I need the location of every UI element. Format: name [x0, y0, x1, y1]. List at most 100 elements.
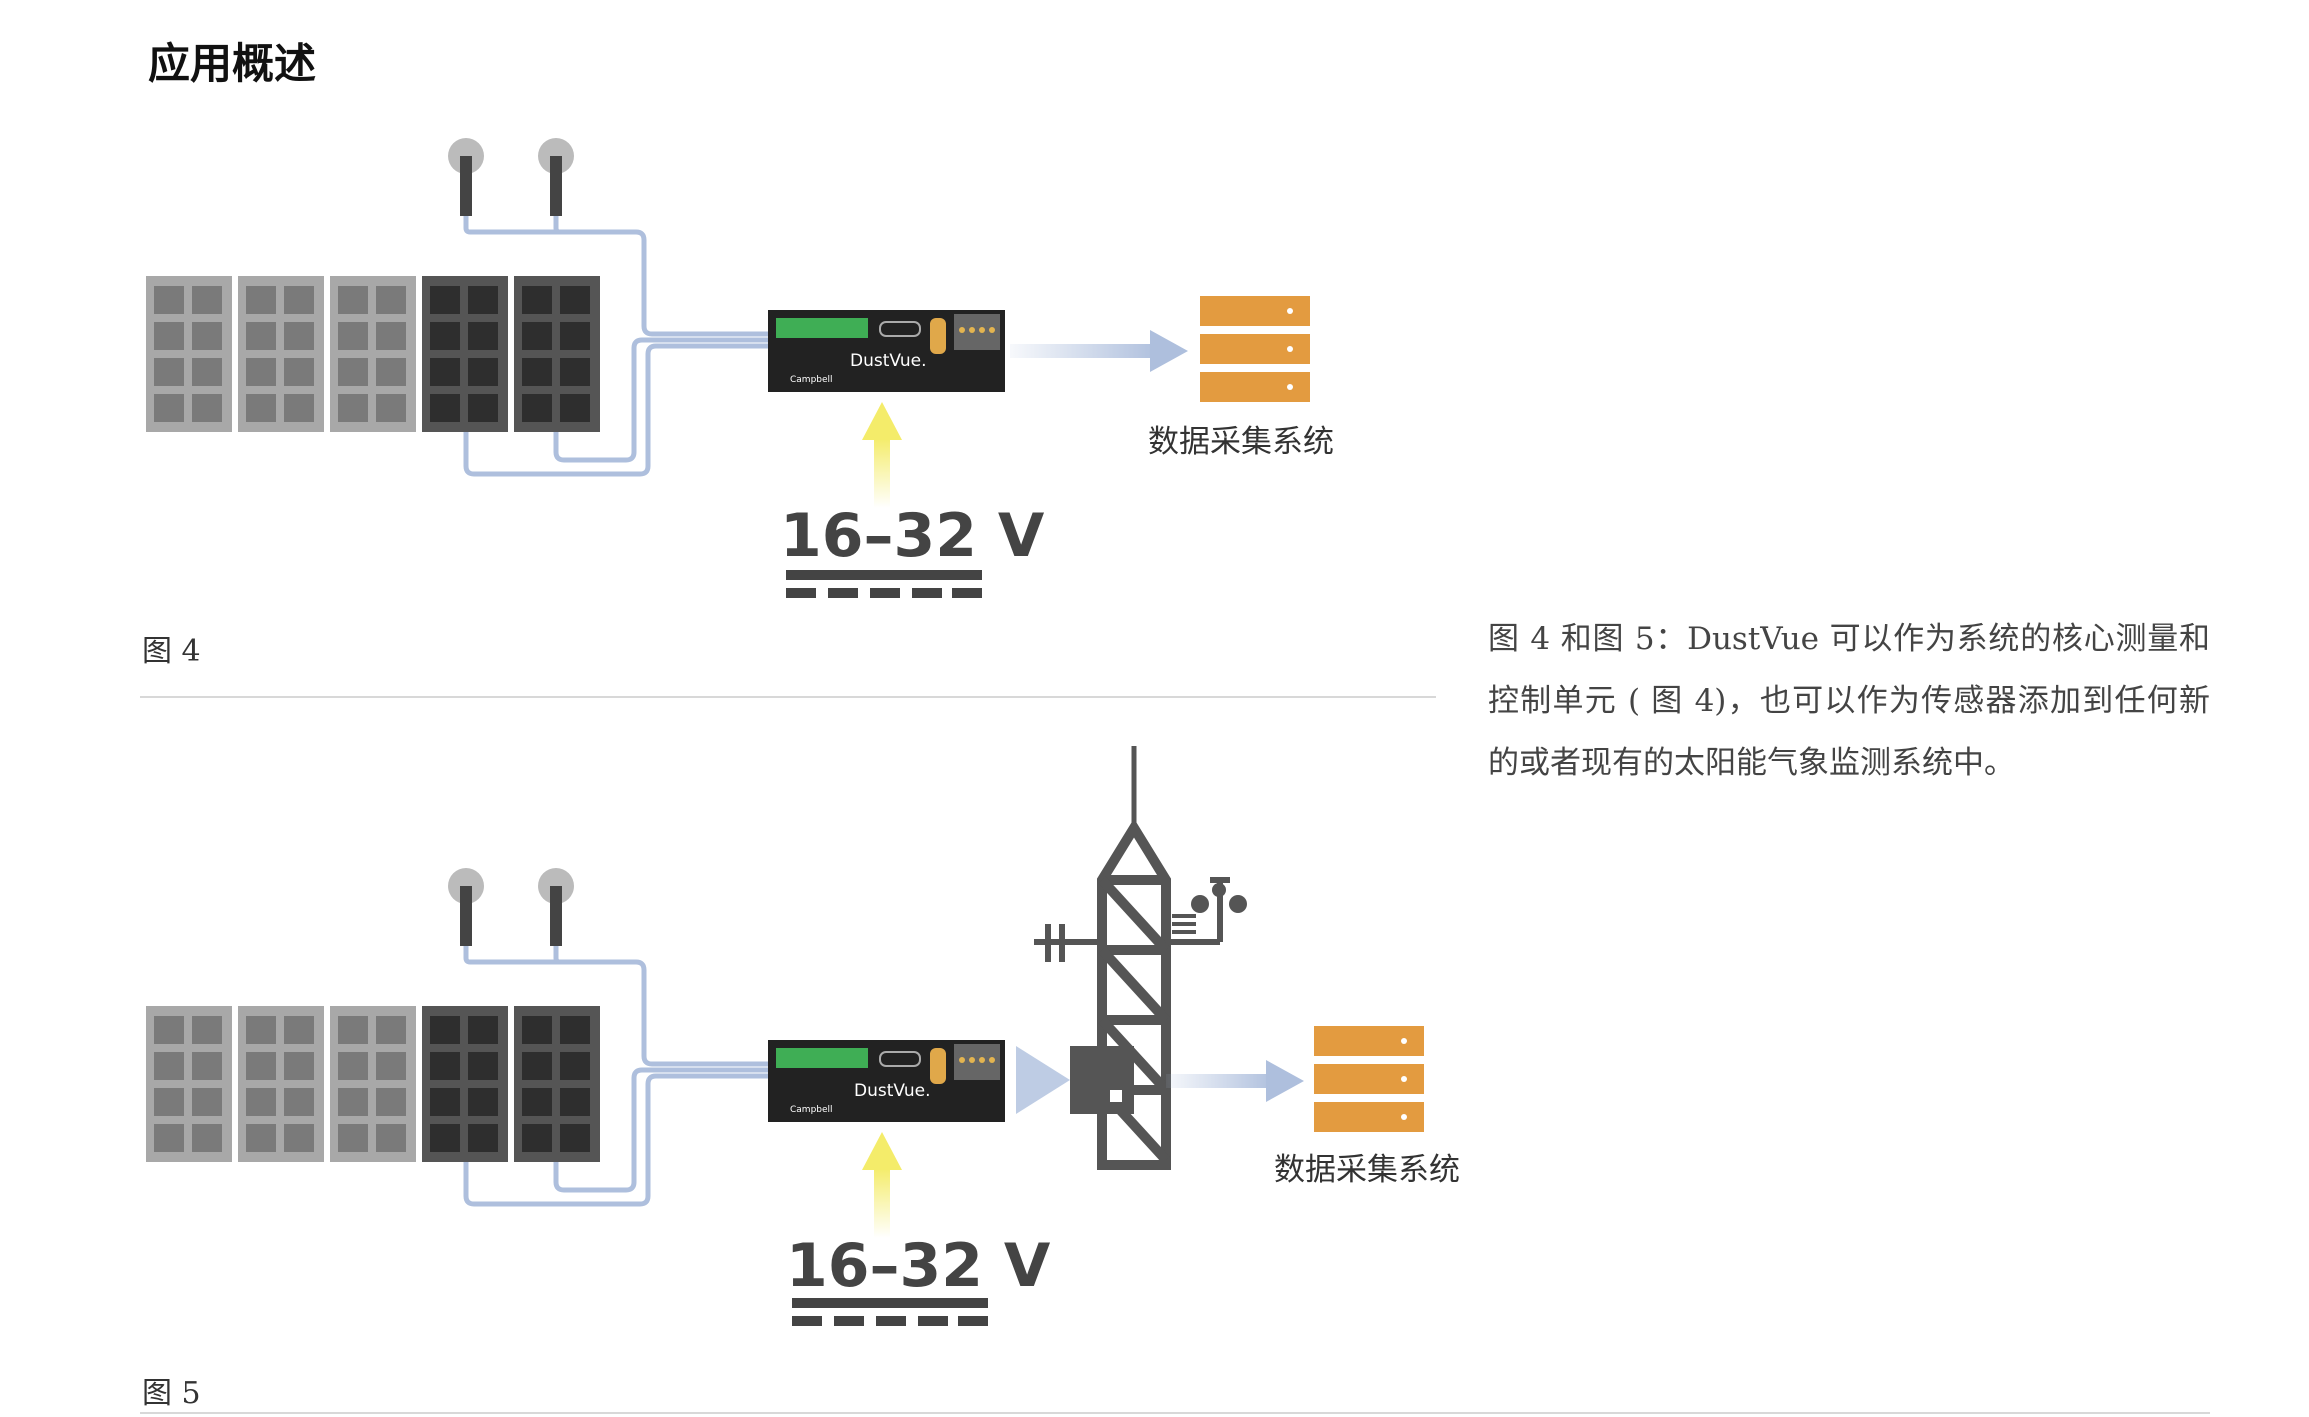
fig4-solar-panels [146, 276, 600, 432]
fig5-weather-tower [1034, 746, 1230, 1170]
fig4-solar-cell [284, 394, 314, 422]
fig5-dust-sensor-left [448, 868, 484, 946]
fig4-solar-cell [338, 322, 368, 350]
description-text: 图 4 和图 5：DustVue 可以作为系统的核心测量和控制单元 ( 图 4)… [1488, 621, 2210, 781]
fig5-output-arrow [1166, 1060, 1304, 1102]
fig4-voltage-label: 16–32 V [780, 501, 1045, 571]
fig4-solar-cell [338, 394, 368, 422]
fig5-dustvue-device: DustVue. Campbell [768, 1040, 1005, 1122]
fig4-solar-cell [376, 358, 406, 386]
fig5-solar-cell [192, 1016, 222, 1044]
fig4-solar-cell [376, 394, 406, 422]
figure-4-caption: 图 4 [142, 634, 201, 669]
fig5-logger-box [1070, 1046, 1134, 1114]
fig4-solar-cell [376, 286, 406, 314]
fig5-solar-panel [146, 1006, 232, 1162]
fig5-solar-cell [284, 1088, 314, 1116]
fig5-device-to-tower-arrow [1016, 1046, 1070, 1114]
fig4-solar-cell [522, 394, 552, 422]
fig4-solar-cell [376, 322, 406, 350]
fig5-voltage-label: 16–32 V [786, 1231, 1051, 1301]
fig5-solar-cell [338, 1124, 368, 1152]
fig4-dust-sensor-right [538, 138, 574, 216]
fig4-solar-cell [154, 322, 184, 350]
fig4-solar-cell [154, 286, 184, 314]
fig5-solar-cell [522, 1124, 552, 1152]
fig5-solar-cell [522, 1088, 552, 1116]
fig4-dc-symbol [786, 570, 982, 598]
figure-4-diagram: DustVue. Campbell 数据采集系统 16–32 V [146, 138, 1334, 598]
fig5-solar-cell [192, 1052, 222, 1080]
fig5-solar-cell [560, 1016, 590, 1044]
fig5-solar-cell [284, 1052, 314, 1080]
fig5-solar-cell [154, 1088, 184, 1116]
fig4-solar-cell [430, 358, 460, 386]
fig5-solar-cell [154, 1124, 184, 1152]
fig5-solar-cell [246, 1088, 276, 1116]
fig4-solar-cell [338, 286, 368, 314]
fig4-device-brand: DustVue. [850, 351, 927, 371]
fig5-solar-panel [330, 1006, 416, 1162]
fig4-solar-cell [192, 322, 222, 350]
fig4-solar-cell [468, 286, 498, 314]
fig4-output-arrow [1010, 330, 1188, 372]
fig5-solar-cell [338, 1052, 368, 1080]
fig5-solar-cell [246, 1016, 276, 1044]
fig5-solar-cell [376, 1088, 406, 1116]
fig5-solar-cell [430, 1088, 460, 1116]
fig5-solar-cell [192, 1124, 222, 1152]
fig5-solar-cell [246, 1052, 276, 1080]
fig4-solar-cell [430, 394, 460, 422]
fig5-dc-symbol [792, 1298, 988, 1326]
fig5-solar-cell [338, 1016, 368, 1044]
fig5-solar-cell [284, 1124, 314, 1152]
fig5-solar-cell [246, 1124, 276, 1152]
fig5-device-maker: Campbell [790, 1105, 833, 1115]
fig4-solar-cell [284, 286, 314, 314]
fig4-solar-cell [192, 358, 222, 386]
fig5-solar-cell [522, 1052, 552, 1080]
fig5-solar-panel [238, 1006, 324, 1162]
fig4-dust-sensor-left [448, 138, 484, 216]
fig5-solar-cell [522, 1016, 552, 1044]
fig4-solar-cell [522, 322, 552, 350]
divider-fig4 [140, 696, 1436, 698]
fig4-solar-cell [246, 322, 276, 350]
fig5-solar-cell [376, 1052, 406, 1080]
fig5-solar-cell [192, 1088, 222, 1116]
fig4-solar-cell [468, 358, 498, 386]
fig5-solar-cell [376, 1016, 406, 1044]
fig4-solar-cell [284, 322, 314, 350]
fig5-device-brand: DustVue. [854, 1081, 931, 1101]
section-title: 应用概述 [148, 39, 317, 88]
divider-fig5 [140, 1412, 2210, 1414]
fig4-solar-cell [468, 394, 498, 422]
fig4-solar-cell [430, 286, 460, 314]
fig4-solar-cell [154, 358, 184, 386]
fig4-solar-cell [468, 322, 498, 350]
fig5-anemometer-icon [1172, 883, 1247, 934]
fig5-solar-panel [514, 1006, 600, 1162]
fig5-solar-cell [430, 1016, 460, 1044]
fig5-solar-cell [430, 1052, 460, 1080]
fig5-solar-cell [430, 1124, 460, 1152]
fig5-power-arrow [862, 1132, 902, 1238]
fig4-solar-cell [522, 358, 552, 386]
fig4-solar-cell [338, 358, 368, 386]
fig5-solar-cell [468, 1088, 498, 1116]
fig4-das-label: 数据采集系统 [1148, 424, 1334, 460]
fig4-solar-cell [522, 286, 552, 314]
fig5-solar-cell [338, 1088, 368, 1116]
fig4-solar-cell [284, 358, 314, 386]
fig4-device-maker: Campbell [790, 375, 833, 385]
fig5-solar-cell [560, 1052, 590, 1080]
fig5-solar-cell [154, 1016, 184, 1044]
fig5-solar-cell [284, 1016, 314, 1044]
fig4-solar-cell [192, 286, 222, 314]
fig5-server-stack [1314, 1026, 1424, 1132]
fig4-solar-cell [246, 358, 276, 386]
fig4-solar-cell [246, 394, 276, 422]
fig5-dust-sensor-right [538, 868, 574, 946]
fig5-solar-cell [560, 1088, 590, 1116]
fig5-cables [463, 944, 770, 1207]
